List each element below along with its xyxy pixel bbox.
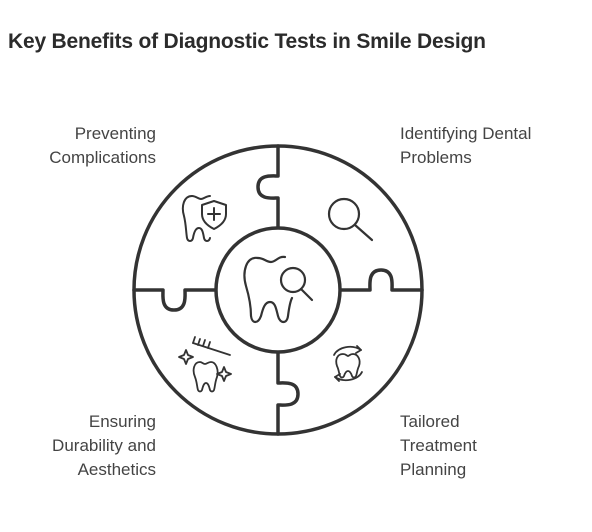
inner-circle xyxy=(214,226,342,354)
puzzle-divider-bottom xyxy=(276,351,300,436)
label-line: Problems xyxy=(400,148,472,167)
puzzle-divider-left xyxy=(132,288,217,312)
toothbrush-tooth-sparkle-icon xyxy=(178,336,232,393)
label-line: Aesthetics xyxy=(77,460,156,479)
outer-ring xyxy=(132,144,424,436)
label-ensuring-durability: Ensuring Durability and Aesthetics xyxy=(20,410,156,482)
diagram-title: Key Benefits of Diagnostic Tests in Smil… xyxy=(8,30,486,53)
label-line: Treatment xyxy=(400,436,477,455)
label-tailored-treatment: Tailored Treatment Planning xyxy=(400,410,580,482)
label-line: Durability and xyxy=(52,436,156,455)
puzzle-divider-right xyxy=(339,268,424,292)
tooth-cycle-icon xyxy=(333,345,363,382)
label-line: Complications xyxy=(49,148,156,167)
label-line: Ensuring xyxy=(88,412,156,431)
tooth-shield-icon xyxy=(181,195,227,242)
puzzle-divider-top xyxy=(256,144,280,229)
tooth-magnifier-icon xyxy=(243,255,314,324)
label-identifying-dental-problems: Identifying Dental Problems xyxy=(400,122,580,170)
label-line: Tailored xyxy=(400,412,460,431)
label-line: Identifying Dental xyxy=(400,124,532,143)
label-preventing-complications: Preventing Complications xyxy=(20,122,156,170)
label-line: Preventing xyxy=(74,124,156,143)
label-line: Planning xyxy=(400,460,467,479)
magnifying-glass-icon xyxy=(327,197,374,242)
